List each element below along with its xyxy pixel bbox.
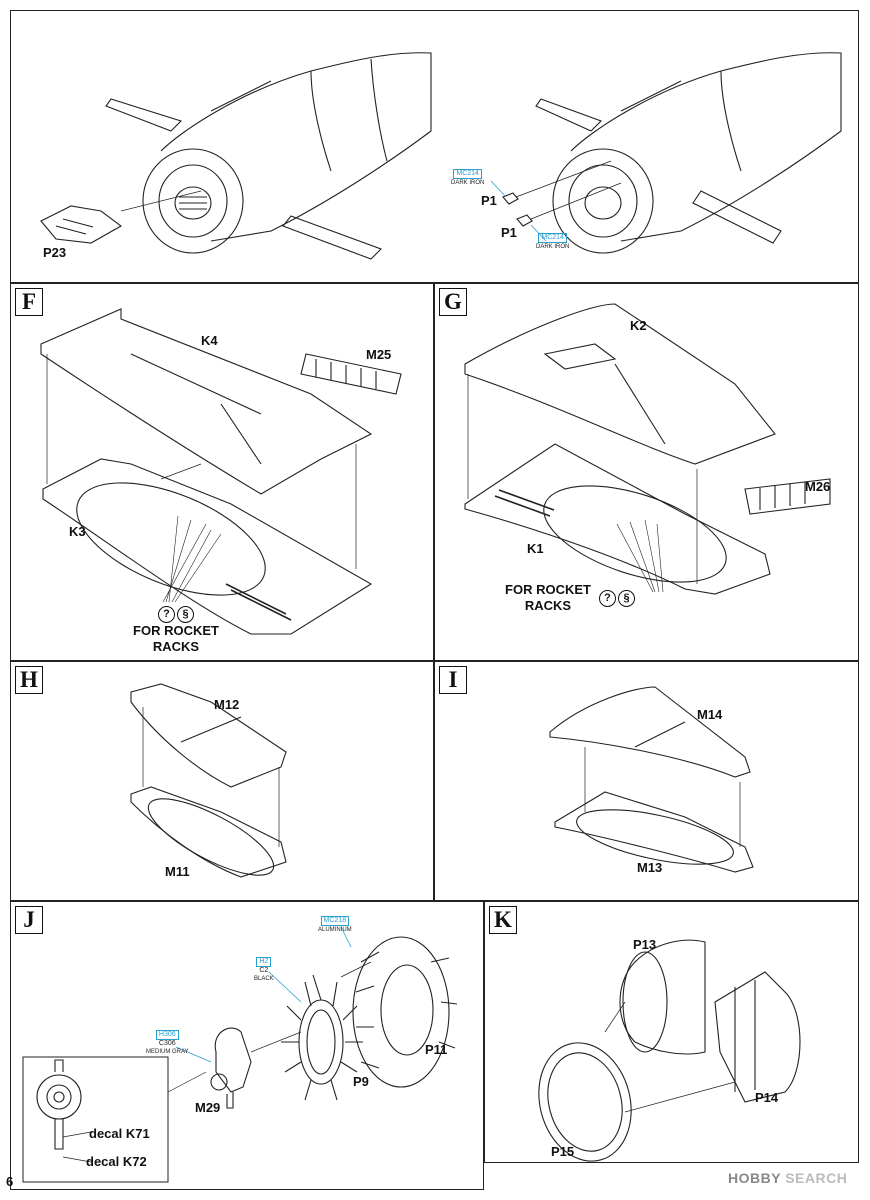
engine-assembly-drawing xyxy=(22,926,458,1183)
step-panel-i: I M14 M13 xyxy=(434,661,859,901)
part-label-m26: M26 xyxy=(805,479,831,494)
fuselage-nose-drawing xyxy=(40,52,842,260)
paint-callout-aluminium: MC218 ALUMINIUM xyxy=(318,916,352,933)
paint-callout-dark-iron-a: MC214 DARK IRON xyxy=(451,169,485,186)
part-label-m29: M29 xyxy=(195,1100,221,1115)
part-label-p1-b: P1 xyxy=(501,225,517,240)
part-label-p14: P14 xyxy=(755,1090,779,1105)
watermark: HOBBY SEARCH xyxy=(728,1170,848,1186)
paint-callout-medium-gray: H306 C306 MEDIUM GRAY xyxy=(146,1030,189,1055)
part-label-m11: M11 xyxy=(165,864,190,879)
decal-label-k72: decal K72 xyxy=(86,1154,147,1169)
step-letter: J xyxy=(15,906,43,934)
part-label-p11: P11 xyxy=(425,1042,448,1057)
part-label-p23: P23 xyxy=(43,245,67,260)
part-label-k1: K1 xyxy=(527,541,544,556)
step-panel-top: P23 P1 P1 MC214 DARK IRON MC214 DARK IRO… xyxy=(10,10,859,283)
tailplane-right-drawing xyxy=(549,686,754,873)
cowling-assembly-drawing xyxy=(538,939,801,1162)
step-letter: I xyxy=(439,666,467,694)
rocket-rack-text: FOR ROCKET RACKS xyxy=(133,623,219,654)
wing-right-drawing xyxy=(464,303,831,595)
drill-icon: § xyxy=(177,606,194,623)
wing-left-drawing xyxy=(40,308,402,635)
part-label-m25: M25 xyxy=(366,347,392,362)
part-label-k3: K3 xyxy=(69,524,86,539)
rocket-rack-note: ?§ FOR ROCKET RACKS xyxy=(111,605,241,655)
paint-callout-dark-iron-b: MC214 DARK IRON xyxy=(536,233,570,250)
step-panel-g: G K2 M26 K1 FOR ROCKET RACKS?§ xyxy=(434,283,859,661)
step-letter: H xyxy=(15,666,43,694)
part-label-p13: P13 xyxy=(633,937,657,952)
step-letter: K xyxy=(489,906,517,934)
question-icon: ? xyxy=(599,589,616,607)
decal-label-k71: decal K71 xyxy=(89,1126,150,1141)
step-panel-h: H M12 M11 xyxy=(10,661,434,901)
rocket-rack-icons: ?§ xyxy=(111,605,241,623)
rocket-rack-text: FOR ROCKET RACKS xyxy=(505,582,591,613)
part-label-m13: M13 xyxy=(637,860,663,875)
page-number: 6 xyxy=(6,1174,14,1189)
step-letter: G xyxy=(439,288,467,316)
rocket-rack-note: FOR ROCKET RACKS?§ xyxy=(497,582,637,614)
drill-icon: § xyxy=(618,589,635,607)
tailplane-left-drawing xyxy=(130,683,287,878)
part-label-k2: K2 xyxy=(630,318,647,333)
step-panel-j: J P11 P9 M xyxy=(10,901,484,1190)
part-label-m12: M12 xyxy=(214,697,240,712)
part-label-p9: P9 xyxy=(353,1074,369,1089)
step-letter: F xyxy=(15,288,43,316)
part-label-p15: P15 xyxy=(551,1144,575,1159)
step-panel-k: K P13 P14 P15 xyxy=(484,901,859,1163)
part-label-m14: M14 xyxy=(697,707,723,722)
part-label-p1-a: P1 xyxy=(481,193,497,208)
paint-callout-black: H2 C2 BLACK xyxy=(254,957,274,982)
part-label-k4: K4 xyxy=(201,333,218,348)
step-panel-f: F K4 M25 K3 ?§ FOR ROCKET RACKS xyxy=(10,283,434,661)
question-icon: ? xyxy=(158,606,175,623)
